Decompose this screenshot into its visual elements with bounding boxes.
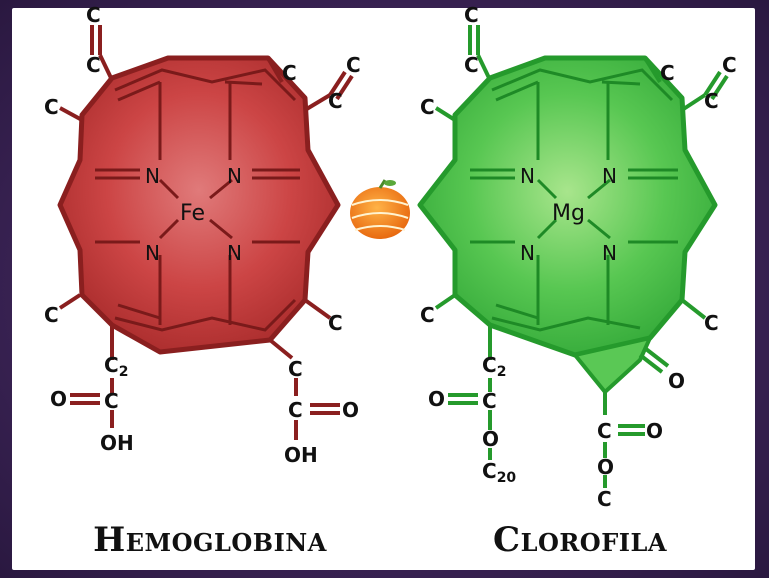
hemoglobin-metal: Fe (180, 201, 205, 226)
hemoglobin-n-top-right: N (227, 164, 242, 188)
chlorophyll-oxygen-right: O (646, 419, 663, 443)
hemoglobin-molecule: N N N N Fe C C (44, 3, 361, 467)
chlorophyll-ester-o-right: O (597, 455, 614, 479)
chlorophyll-carboxyl-c-left: C (482, 389, 497, 413)
hemoglobin-c-right-bottom: C (328, 311, 343, 335)
chlorophyll-n-bottom-left: N (520, 241, 535, 265)
chlorophyll-metal: Mg (552, 201, 585, 226)
hemoglobin-oh-left: OH (100, 431, 134, 455)
hemoglobin-carboxyl-c-left: C (104, 389, 119, 413)
chlorophyll-substituent-bonds (434, 25, 729, 488)
chlorophyll-cyclopentanone (571, 335, 654, 395)
chlorophyll-c2: C2 (482, 353, 506, 380)
hemoglobin-bonds (95, 68, 300, 332)
hemoglobin-c-vinyl-right-2: C (346, 53, 361, 77)
hemoglobin-n-bottom-right: N (227, 241, 242, 265)
hemoglobin-c2: C2 (104, 353, 128, 380)
chlorophyll-c-vinyl-right-1: C (704, 89, 719, 113)
chlorophyll-bonds (470, 68, 678, 332)
chlorophyll-c-vinyl-mid: C (464, 53, 479, 77)
hemoglobin-oh-right: OH (284, 443, 318, 467)
hemoglobin-substituent-bonds (58, 25, 354, 440)
chlorophyll-methyl-c: C (597, 487, 612, 511)
chlorophyll-molecule: N N N N Mg (417, 3, 737, 511)
hemoglobin-n-top-left: N (145, 164, 160, 188)
chlorophyll-n-bottom-right: N (602, 241, 617, 265)
hemoglobin-c-vinyl-mid: C (86, 53, 101, 77)
hemoglobin-c-chain-right: C (288, 357, 303, 381)
chlorophyll-ester-o-left: O (482, 427, 499, 451)
hemoglobin-c-vinyl-top: C (86, 3, 101, 27)
hemoglobin-c-vinyl-right-1: C (328, 89, 343, 113)
chlorophyll-c-right-top: C (660, 61, 675, 85)
chlorophyll-caption: Clorofila (493, 520, 667, 560)
hemoglobin-caption: Hemoglobina (93, 520, 327, 560)
hemoglobin-carboxyl-c-right: C (288, 398, 303, 422)
chlorophyll-c-vinyl-top: C (464, 3, 479, 27)
chlorophyll-c-left-top: C (420, 95, 435, 119)
hemoglobin-c-right-top: C (282, 61, 297, 85)
hemoglobin-n-bottom-left: N (145, 241, 160, 265)
hemoglobin-c-left-bottom: C (44, 303, 59, 327)
chlorophyll-c-right-bottom: C (704, 311, 719, 335)
hemoglobin-c-left-top: C (44, 95, 59, 119)
chlorophyll-carboxyl-c-right: C (597, 419, 612, 443)
chlorophyll-c-vinyl-right-2: C (722, 53, 737, 77)
chlorophyll-n-top-right: N (602, 164, 617, 188)
chlorophyll-oxygen-left: O (428, 387, 445, 411)
chlorophyll-n-top-left: N (520, 164, 535, 188)
chlorophyll-c20: C20 (482, 459, 516, 486)
orange-fruit-icon (350, 179, 410, 239)
chlorophyll-ketone-o: O (668, 369, 685, 393)
chlorophyll-c-left-bottom: C (420, 303, 435, 327)
hemoglobin-oxygen-right: O (342, 398, 359, 422)
hemoglobin-oxygen-left: O (50, 387, 67, 411)
